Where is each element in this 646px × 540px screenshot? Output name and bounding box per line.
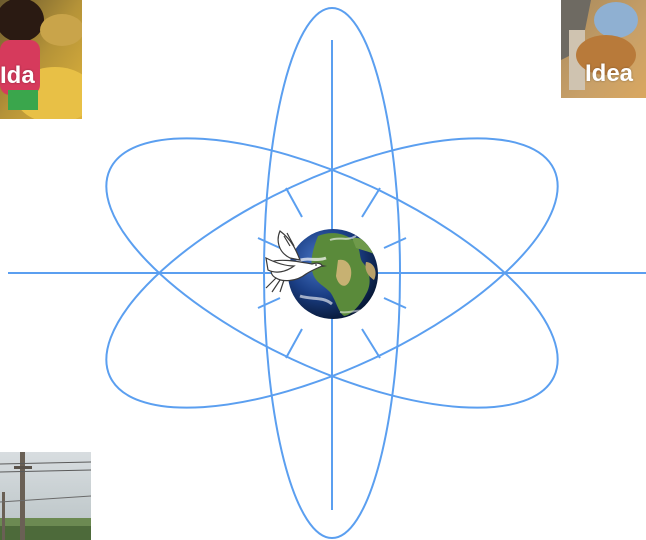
- slide-canvas: Ida Idea: [0, 0, 646, 540]
- atom-diagram: [0, 0, 646, 540]
